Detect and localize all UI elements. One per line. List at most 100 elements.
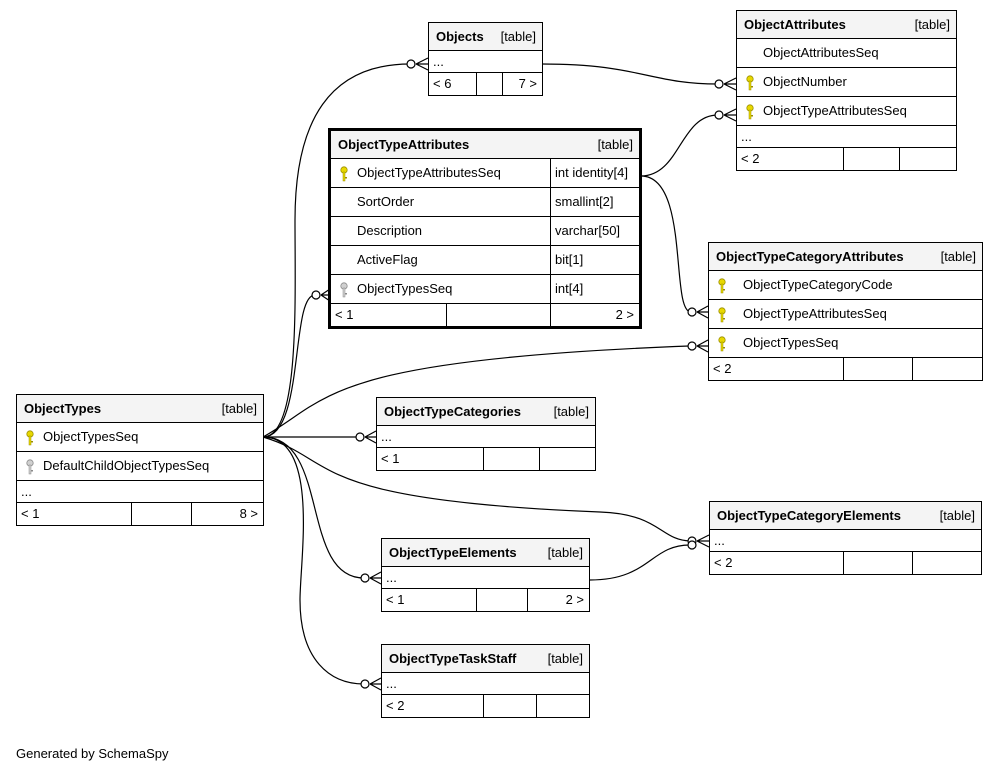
column-name: ObjectTypeAttributesSeq [743, 306, 887, 321]
more-columns: ... [382, 567, 589, 589]
primary-key-icon [340, 166, 348, 182]
table-header: ObjectTypeCategoryElements [table] [710, 502, 981, 530]
column-row[interactable]: ObjectTypesSeq [17, 423, 263, 452]
primary-key-icon [26, 430, 34, 446]
parents-count[interactable]: < 2 [714, 555, 733, 570]
table-object-types[interactable]: ObjectTypes [table] ObjectTypesSeq Defau… [16, 394, 264, 526]
column-type: int[4] [550, 275, 639, 303]
parents-count[interactable]: < 1 [335, 307, 354, 322]
column-row[interactable]: ObjectTypeCategoryCode [709, 271, 982, 300]
table-name: ObjectTypes [24, 401, 102, 416]
foreign-key-icon [718, 336, 726, 352]
table-kind: [table] [547, 545, 583, 560]
column-name: Description [357, 223, 423, 238]
parents-count[interactable]: < 2 [386, 698, 405, 713]
generated-by-label: Generated by SchemaSpy [16, 746, 169, 761]
table-name: ObjectTypeElements [389, 545, 517, 560]
column-row[interactable]: ObjectTypesSeq int[4] [331, 275, 639, 304]
table-object-type-categories[interactable]: ObjectTypeCategories [table] ... < 1 [376, 397, 596, 471]
column-row[interactable]: ObjectTypesSeq [709, 329, 982, 358]
parents-count[interactable]: < 2 [741, 151, 760, 166]
column-row[interactable]: ObjectTypeAttributesSeq int identity[4] [331, 159, 639, 188]
table-object-type-category-elements[interactable]: ObjectTypeCategoryElements [table] ... <… [709, 501, 982, 575]
column-type: smallint[2] [550, 188, 639, 216]
index-key-icon [26, 459, 34, 475]
edge-objecttypeattributes-objectattributes [640, 114, 719, 177]
children-count[interactable]: 2 > [615, 307, 634, 322]
table-footer: < 1 2 > [382, 589, 589, 611]
foreign-key-icon [718, 307, 726, 323]
column-row[interactable]: DefaultChildObjectTypesSeq [17, 452, 263, 481]
table-kind: [table] [939, 508, 975, 523]
table-kind: [table] [940, 249, 976, 264]
index-key-icon [340, 282, 348, 298]
column-name: ObjectTypesSeq [43, 429, 139, 444]
column-row[interactable]: ObjectAttributesSeq [737, 39, 956, 68]
edge-objecttypes-categoryelements [262, 436, 691, 542]
parents-count[interactable]: < 1 [386, 592, 405, 607]
column-name: ObjectAttributesSeq [763, 45, 879, 60]
table-footer: < 6 7 > [429, 73, 542, 95]
column-name: SortOrder [357, 194, 415, 209]
table-object-attributes[interactable]: ObjectAttributes [table] ObjectAttribute… [736, 10, 957, 171]
column-row[interactable]: ActiveFlag bit[1] [331, 246, 639, 275]
table-header: ObjectTypeCategoryAttributes [table] [709, 243, 982, 271]
more-columns: ... [377, 426, 595, 448]
edge-objecttypeattributes-categoryattributes [640, 175, 692, 313]
table-object-type-task-staff[interactable]: ObjectTypeTaskStaff [table] ... < 2 [381, 644, 590, 718]
edge-objecttypes-categoryattributes [262, 345, 690, 438]
more-columns: ... [737, 126, 956, 148]
table-header: ObjectTypeTaskStaff [table] [382, 645, 589, 673]
column-row[interactable]: ObjectTypeAttributesSeq [709, 300, 982, 329]
parents-count[interactable]: < 1 [21, 506, 40, 521]
edge-objecttypes-objects-end [406, 59, 416, 69]
column-name: ObjectNumber [763, 74, 847, 89]
column-row[interactable]: ObjectNumber [737, 68, 956, 97]
column-type: bit[1] [550, 246, 639, 274]
parents-count[interactable]: < 2 [713, 361, 732, 376]
table-header: ObjectTypeElements [table] [382, 539, 589, 567]
table-kind: [table] [221, 401, 257, 416]
table-objects[interactable]: Objects [table] ... < 6 7 > [428, 22, 543, 96]
table-name: ObjectTypeTaskStaff [389, 651, 517, 666]
table-object-type-category-attributes[interactable]: ObjectTypeCategoryAttributes [table] Obj… [708, 242, 983, 381]
table-name: Objects [436, 29, 484, 44]
foreign-key-icon [746, 104, 754, 120]
more-columns: ... [17, 481, 263, 503]
table-kind: [table] [597, 137, 633, 152]
column-row[interactable]: SortOrder smallint[2] [331, 188, 639, 217]
parents-count[interactable]: < 1 [381, 451, 400, 466]
column-row[interactable]: ObjectTypeAttributesSeq [737, 97, 956, 126]
edge-objecttypes-objecttypetaskstaff [262, 436, 365, 685]
column-name: ObjectTypeAttributesSeq [357, 165, 501, 180]
table-header: ObjectTypeCategories [table] [377, 398, 595, 426]
column-type: varchar[50] [550, 217, 639, 245]
table-footer: < 1 8 > [17, 503, 263, 525]
children-count[interactable]: 2 > [565, 592, 584, 607]
table-footer: < 2 [382, 695, 589, 717]
table-name: ObjectAttributes [744, 17, 846, 32]
table-object-type-attributes[interactable]: ObjectTypeAttributes [table] ObjectTypeA… [328, 128, 642, 329]
table-object-type-elements[interactable]: ObjectTypeElements [table] ... < 1 2 > [381, 538, 590, 612]
edge-objecttypes-objects [262, 63, 411, 438]
children-count[interactable]: 8 > [239, 506, 258, 521]
table-name: ObjectTypeCategoryAttributes [716, 249, 904, 264]
column-name: ObjectTypesSeq [743, 335, 839, 350]
table-header: ObjectTypeAttributes [table] [331, 131, 639, 159]
table-name: ObjectTypeCategoryElements [717, 508, 901, 523]
foreign-key-icon [718, 278, 726, 294]
table-footer: < 2 [710, 552, 981, 574]
edge-objecttypes-objecttypeelements [262, 436, 365, 579]
children-count[interactable]: 7 > [518, 76, 537, 91]
more-columns: ... [429, 51, 542, 73]
table-footer: < 1 [377, 448, 595, 470]
column-name: ObjectTypeCategoryCode [743, 277, 893, 292]
table-name: ObjectTypeAttributes [338, 137, 470, 152]
table-kind: [table] [500, 29, 536, 44]
parents-count[interactable]: < 6 [433, 76, 452, 91]
table-name: ObjectTypeCategories [384, 404, 522, 419]
edge-objecttypes-objecttypeattributes [262, 294, 316, 438]
foreign-key-icon [746, 75, 754, 91]
column-row[interactable]: Description varchar[50] [331, 217, 639, 246]
more-columns: ... [710, 530, 981, 552]
